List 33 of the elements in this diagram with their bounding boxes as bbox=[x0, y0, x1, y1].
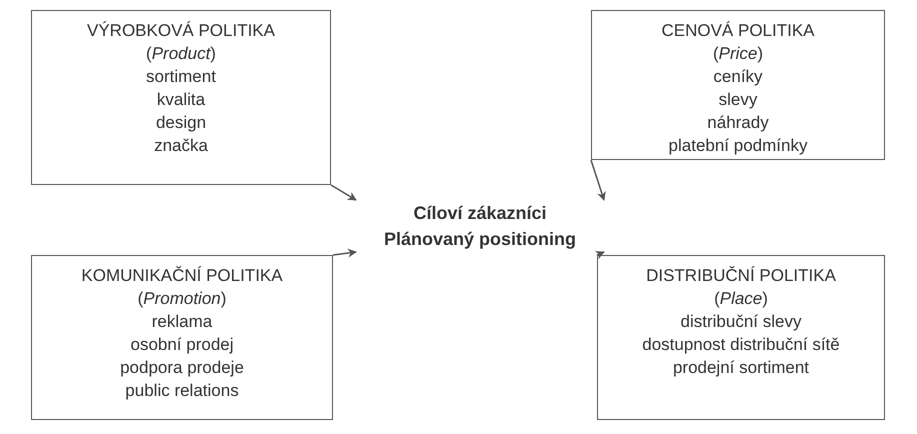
list-item: osobní prodej bbox=[130, 334, 234, 356]
list-item: dostupnost distribuční sítě bbox=[642, 334, 840, 356]
list-item: public relations bbox=[125, 380, 239, 402]
box-subtitle: (Price) bbox=[712, 43, 764, 65]
list-item: distribuční slevy bbox=[680, 311, 802, 333]
center-label: Cíloví zákazníci bbox=[413, 202, 547, 225]
list-item: design bbox=[156, 112, 206, 134]
list-item: sortiment bbox=[146, 66, 216, 88]
box-heading: DISTRIBUČNÍ POLITIKA bbox=[646, 265, 836, 287]
list-item: značka bbox=[154, 135, 208, 157]
list-item: slevy bbox=[718, 89, 758, 111]
box-heading: CENOVÁ POLITIKA bbox=[661, 20, 815, 42]
box-subtitle: (Place) bbox=[714, 288, 768, 310]
policy-box bbox=[591, 10, 885, 160]
policy-box bbox=[597, 255, 885, 420]
arrow bbox=[332, 248, 357, 258]
box-subtitle: (Product) bbox=[146, 43, 216, 65]
box-heading: VÝROBKOVÁ POLITIKA bbox=[86, 20, 275, 42]
list-item: platební podmínky bbox=[668, 135, 808, 157]
center-label: Plánovaný positioning bbox=[384, 228, 576, 251]
box-heading: KOMUNIKAČNÍ POLITIKA bbox=[81, 265, 283, 287]
policy-box bbox=[31, 255, 333, 420]
list-item: kvalita bbox=[156, 89, 206, 111]
policy-box bbox=[31, 10, 331, 185]
arrow bbox=[330, 184, 357, 201]
box-subtitle: (Promotion) bbox=[138, 288, 226, 310]
arrow bbox=[590, 160, 606, 201]
list-item: reklama bbox=[152, 311, 212, 333]
list-item: prodejní sortiment bbox=[672, 357, 810, 379]
list-item: ceníky bbox=[713, 66, 763, 88]
list-item: podpora prodeje bbox=[120, 357, 244, 379]
arrow bbox=[594, 251, 605, 260]
list-item: náhrady bbox=[707, 112, 769, 134]
